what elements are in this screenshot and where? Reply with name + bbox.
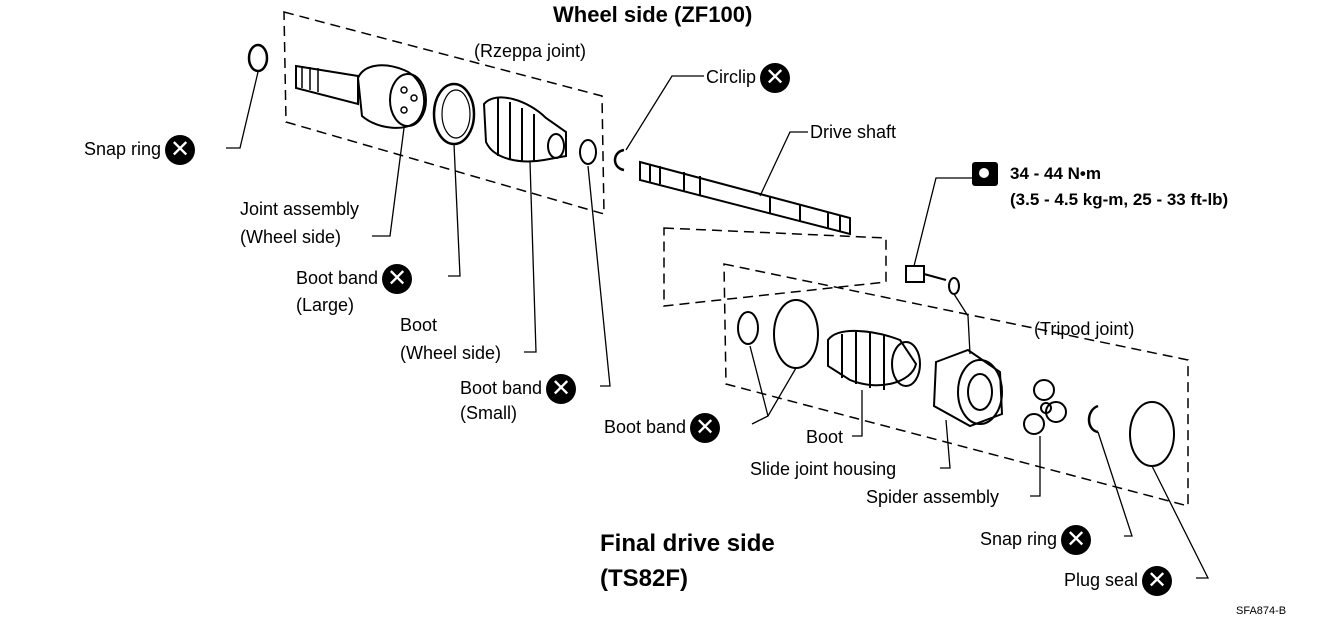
torque-value-alt: (3.5 - 4.5 kg-m, 25 - 33 ft-lb) xyxy=(1010,190,1229,209)
final-drive-outer-box xyxy=(663,227,887,307)
slide-joint-housing-part xyxy=(932,348,1004,428)
title-wheel-side: Wheel side (ZF100) xyxy=(553,2,753,27)
replace-icon: ✕ xyxy=(1061,525,1092,555)
drive-shaft-part xyxy=(639,160,851,236)
replace-icon: ✕ xyxy=(1142,566,1173,596)
spider-assembly-label: Spider assembly xyxy=(866,487,1000,507)
boot-band-large-label: Boot band✕ xyxy=(296,264,413,294)
boot-final-part xyxy=(827,330,921,390)
boot-band-final-label: Boot band✕ xyxy=(604,413,721,443)
leader-lines xyxy=(226,71,1210,579)
joint-assembly-label-2: (Wheel side) xyxy=(240,227,342,247)
replace-icon: ✕ xyxy=(382,264,413,294)
tripod-joint-label: (Tripod joint) xyxy=(1034,319,1135,339)
reference-code: SFA874-B xyxy=(1236,605,1287,617)
replace-icon: ✕ xyxy=(165,135,196,165)
joint-assembly-part xyxy=(295,64,427,129)
torque-wrench-icon xyxy=(972,162,998,186)
boot-band-final-small-part xyxy=(737,311,759,345)
plug-seal-label: Plug seal✕ xyxy=(1064,566,1173,596)
title-final-drive-side: Final drive side xyxy=(600,530,775,557)
boot-wheel-label-1: Boot xyxy=(400,315,438,335)
snap-ring-top-label: Snap ring✕ xyxy=(84,135,196,165)
title-final-drive-model: (TS82F) xyxy=(600,565,689,592)
boot-band-final-large-part xyxy=(773,299,819,369)
joint-assembly-label-1: Joint assembly xyxy=(240,199,360,219)
boot-band-large-part xyxy=(432,82,476,146)
boot-wheel-side-part xyxy=(482,96,567,163)
replace-icon: ✕ xyxy=(546,374,577,404)
final-drive-group-box xyxy=(723,263,1189,507)
bolt-part xyxy=(905,265,960,295)
circlip-part xyxy=(613,148,625,172)
snap-ring-bottom-part xyxy=(1087,404,1099,434)
torque-value-nm: 34 - 44 N•m xyxy=(1010,164,1101,183)
plug-seal-part xyxy=(1129,401,1175,467)
replace-icon: ✕ xyxy=(760,63,791,93)
drive-shaft-label: Drive shaft xyxy=(810,122,897,142)
boot-band-small-label: Boot band✕ xyxy=(460,374,577,404)
boot-final-label: Boot xyxy=(806,427,844,447)
rzeppa-joint-label: (Rzeppa joint) xyxy=(474,41,587,61)
replace-icon: ✕ xyxy=(690,413,721,443)
boot-band-small-part xyxy=(579,139,597,165)
boot-band-small-label-2: (Small) xyxy=(460,403,517,423)
boot-wheel-label-2: (Wheel side) xyxy=(400,343,502,363)
spider-assembly-part xyxy=(1023,379,1067,435)
boot-band-large-label-2: (Large) xyxy=(296,295,355,315)
snap-ring-top-part xyxy=(247,43,269,73)
slide-joint-housing-label: Slide joint housing xyxy=(750,459,897,479)
circlip-label: Circlip✕ xyxy=(706,63,791,93)
snap-ring-bottom-label: Snap ring✕ xyxy=(980,525,1092,555)
